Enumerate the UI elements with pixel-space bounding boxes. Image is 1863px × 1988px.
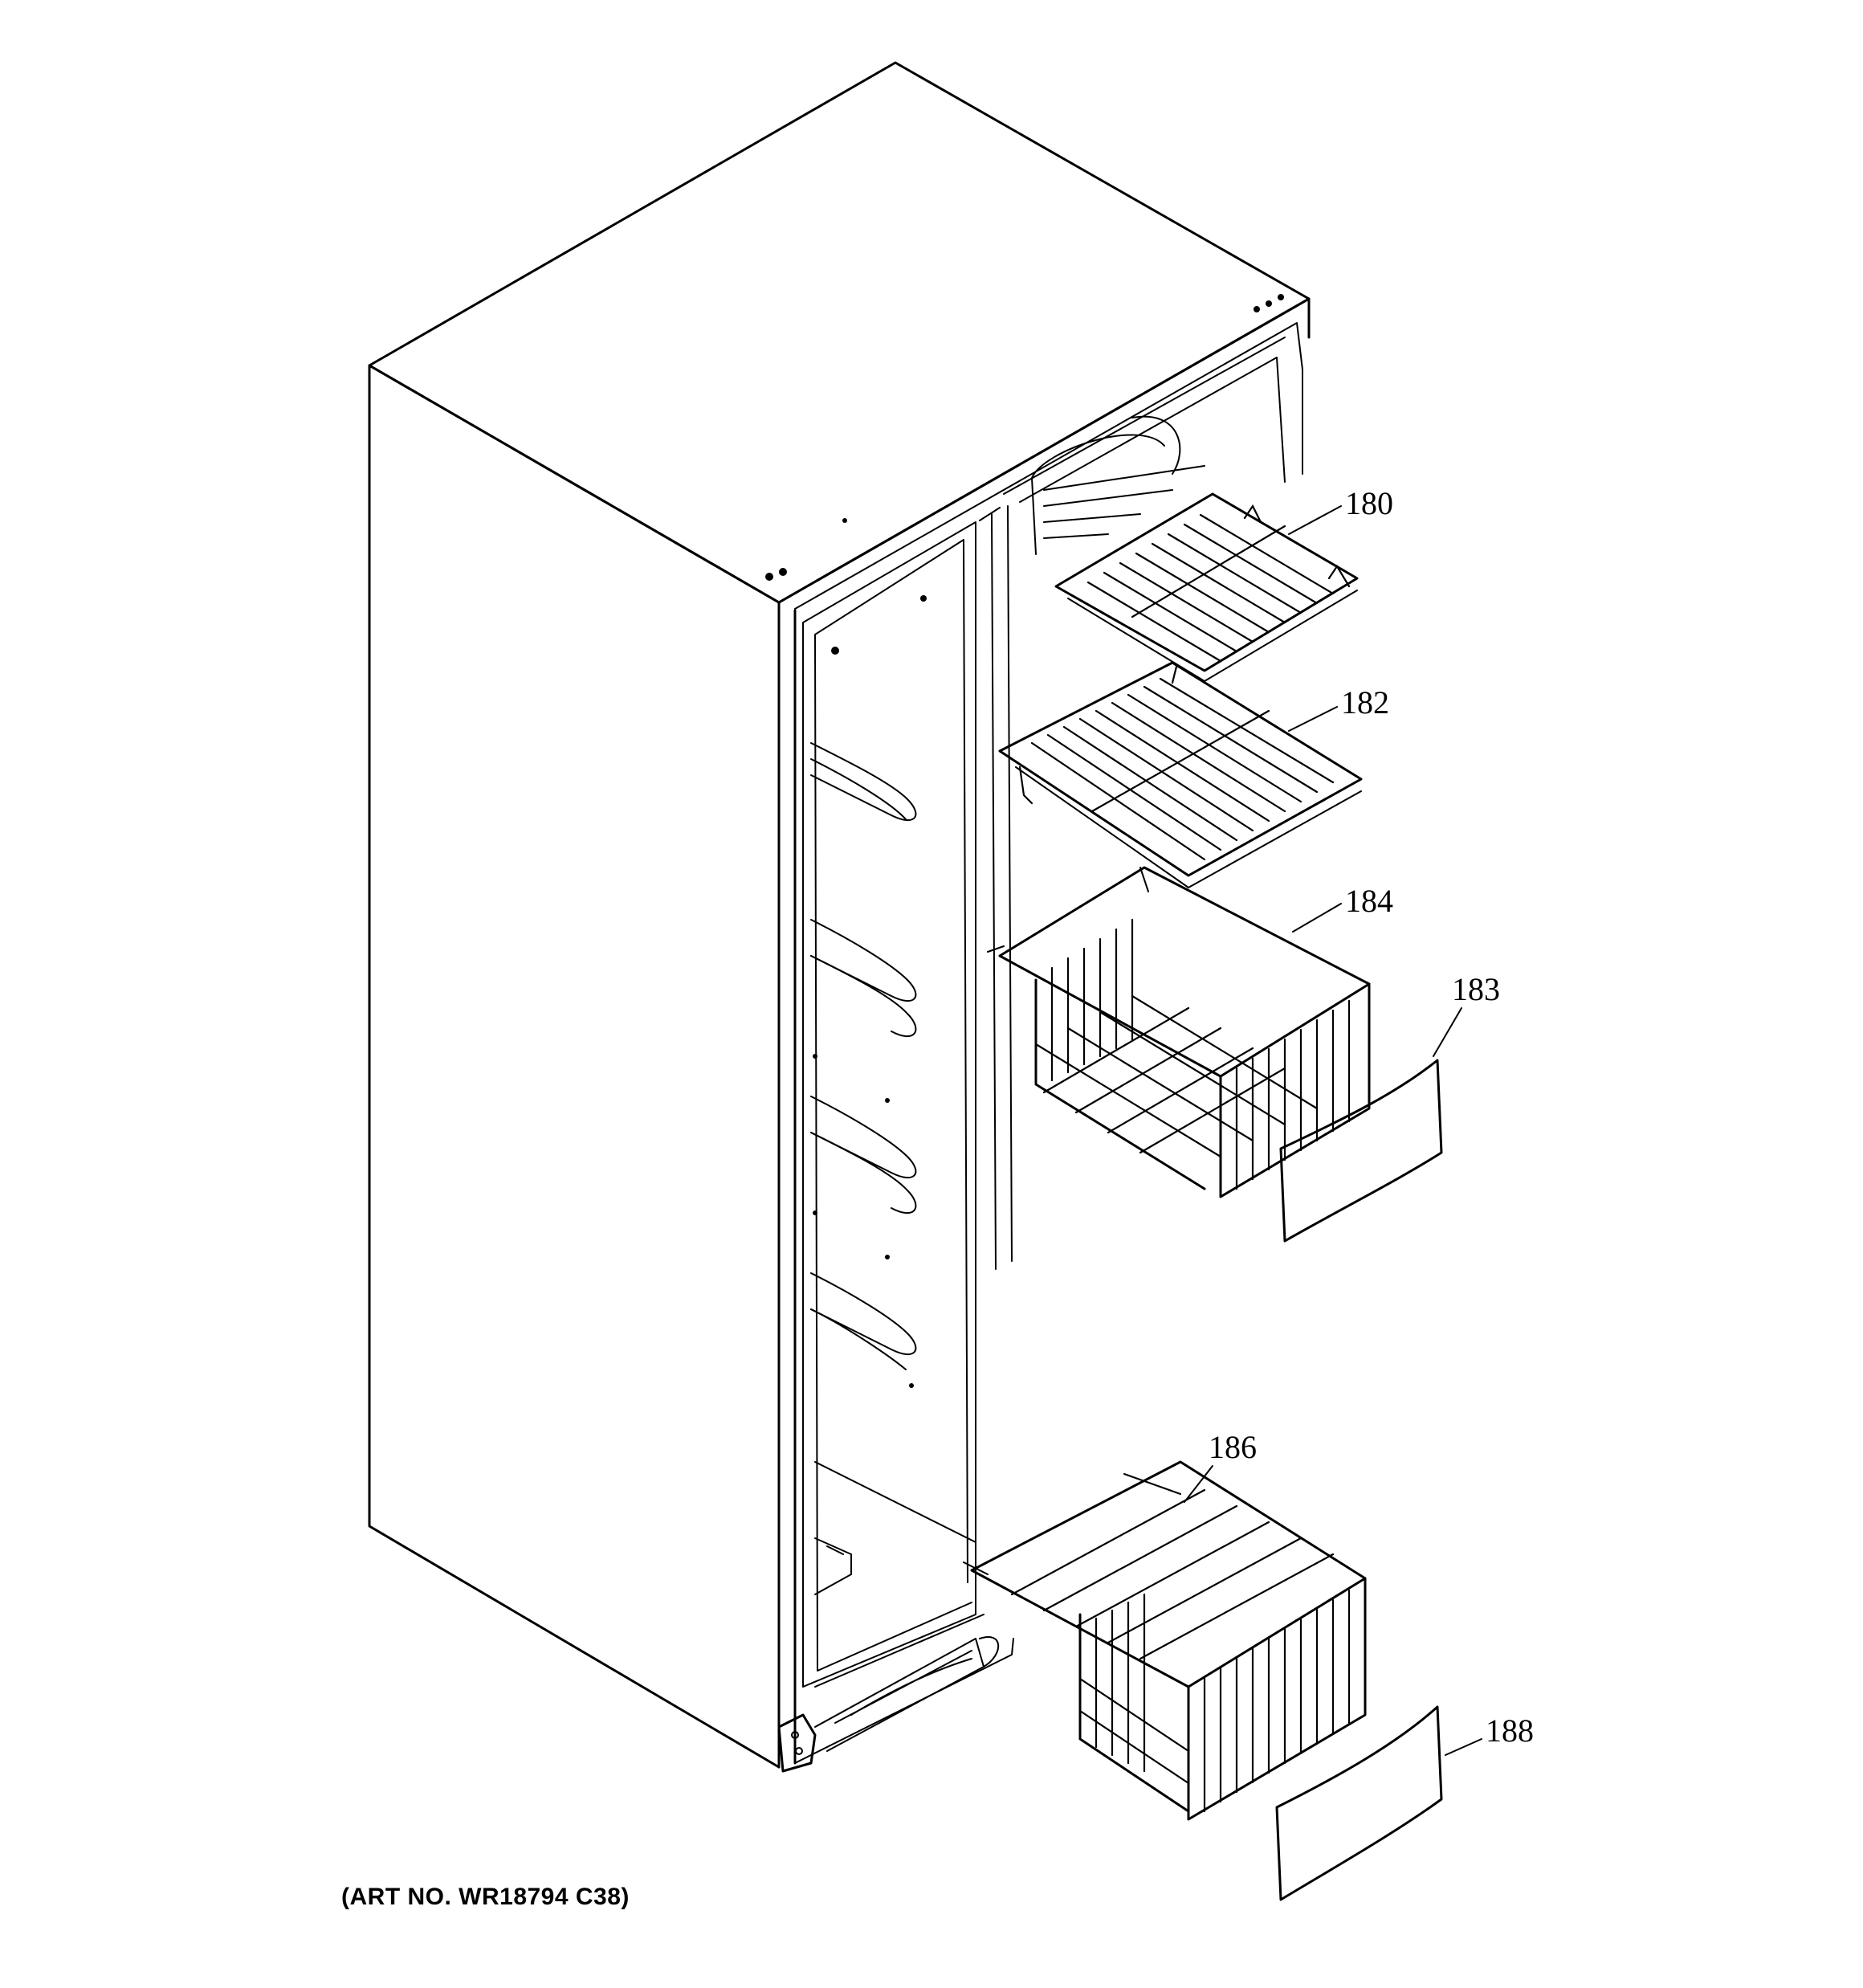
mullion xyxy=(979,505,1013,1270)
cabinet-left-side xyxy=(368,364,781,1769)
back-wall-top xyxy=(1003,337,1286,503)
callout-188: 188 xyxy=(1486,1712,1534,1749)
leader-184 xyxy=(1292,903,1342,933)
wire-basket-186 xyxy=(963,1460,1367,1821)
cabinet-front-edge xyxy=(777,297,1311,604)
callout-186: 186 xyxy=(1209,1429,1257,1465)
leader-186 xyxy=(1184,1465,1213,1503)
evaporator-cover xyxy=(1031,415,1205,555)
callout-184: 184 xyxy=(1345,883,1393,919)
freezer-floor xyxy=(814,1461,984,1688)
freezer-liner-wall xyxy=(802,521,976,1688)
leader-182 xyxy=(1288,706,1338,732)
freezer-liner-wall-inner xyxy=(814,539,972,1672)
callout-183: 183 xyxy=(1452,971,1500,1007)
cabinet-front-inner-edge xyxy=(794,322,1303,610)
leader-180 xyxy=(1288,505,1342,535)
basket-front-panel-183 xyxy=(1279,1059,1443,1243)
art-number: (ART NO. WR18794 C38) xyxy=(341,1884,630,1910)
callout-182: 182 xyxy=(1341,684,1389,720)
basket-front-panel-188 xyxy=(1275,1705,1443,1901)
freezer-liner-left xyxy=(777,601,797,1769)
leader-lines xyxy=(1184,505,1482,1756)
leader-183 xyxy=(1433,1007,1462,1057)
wire-shelf-182 xyxy=(998,661,1363,888)
screw-holes xyxy=(765,294,1284,1388)
wire-basket-184 xyxy=(987,866,1371,1198)
callout-180: 180 xyxy=(1345,485,1393,521)
wire-shelf-180 xyxy=(1054,492,1359,682)
bottom-hinge xyxy=(777,1713,817,1773)
shelf-rails xyxy=(810,742,917,1370)
leader-188 xyxy=(1445,1738,1482,1756)
bottom-grille xyxy=(814,1636,1000,1752)
cabinet xyxy=(368,61,1311,1773)
